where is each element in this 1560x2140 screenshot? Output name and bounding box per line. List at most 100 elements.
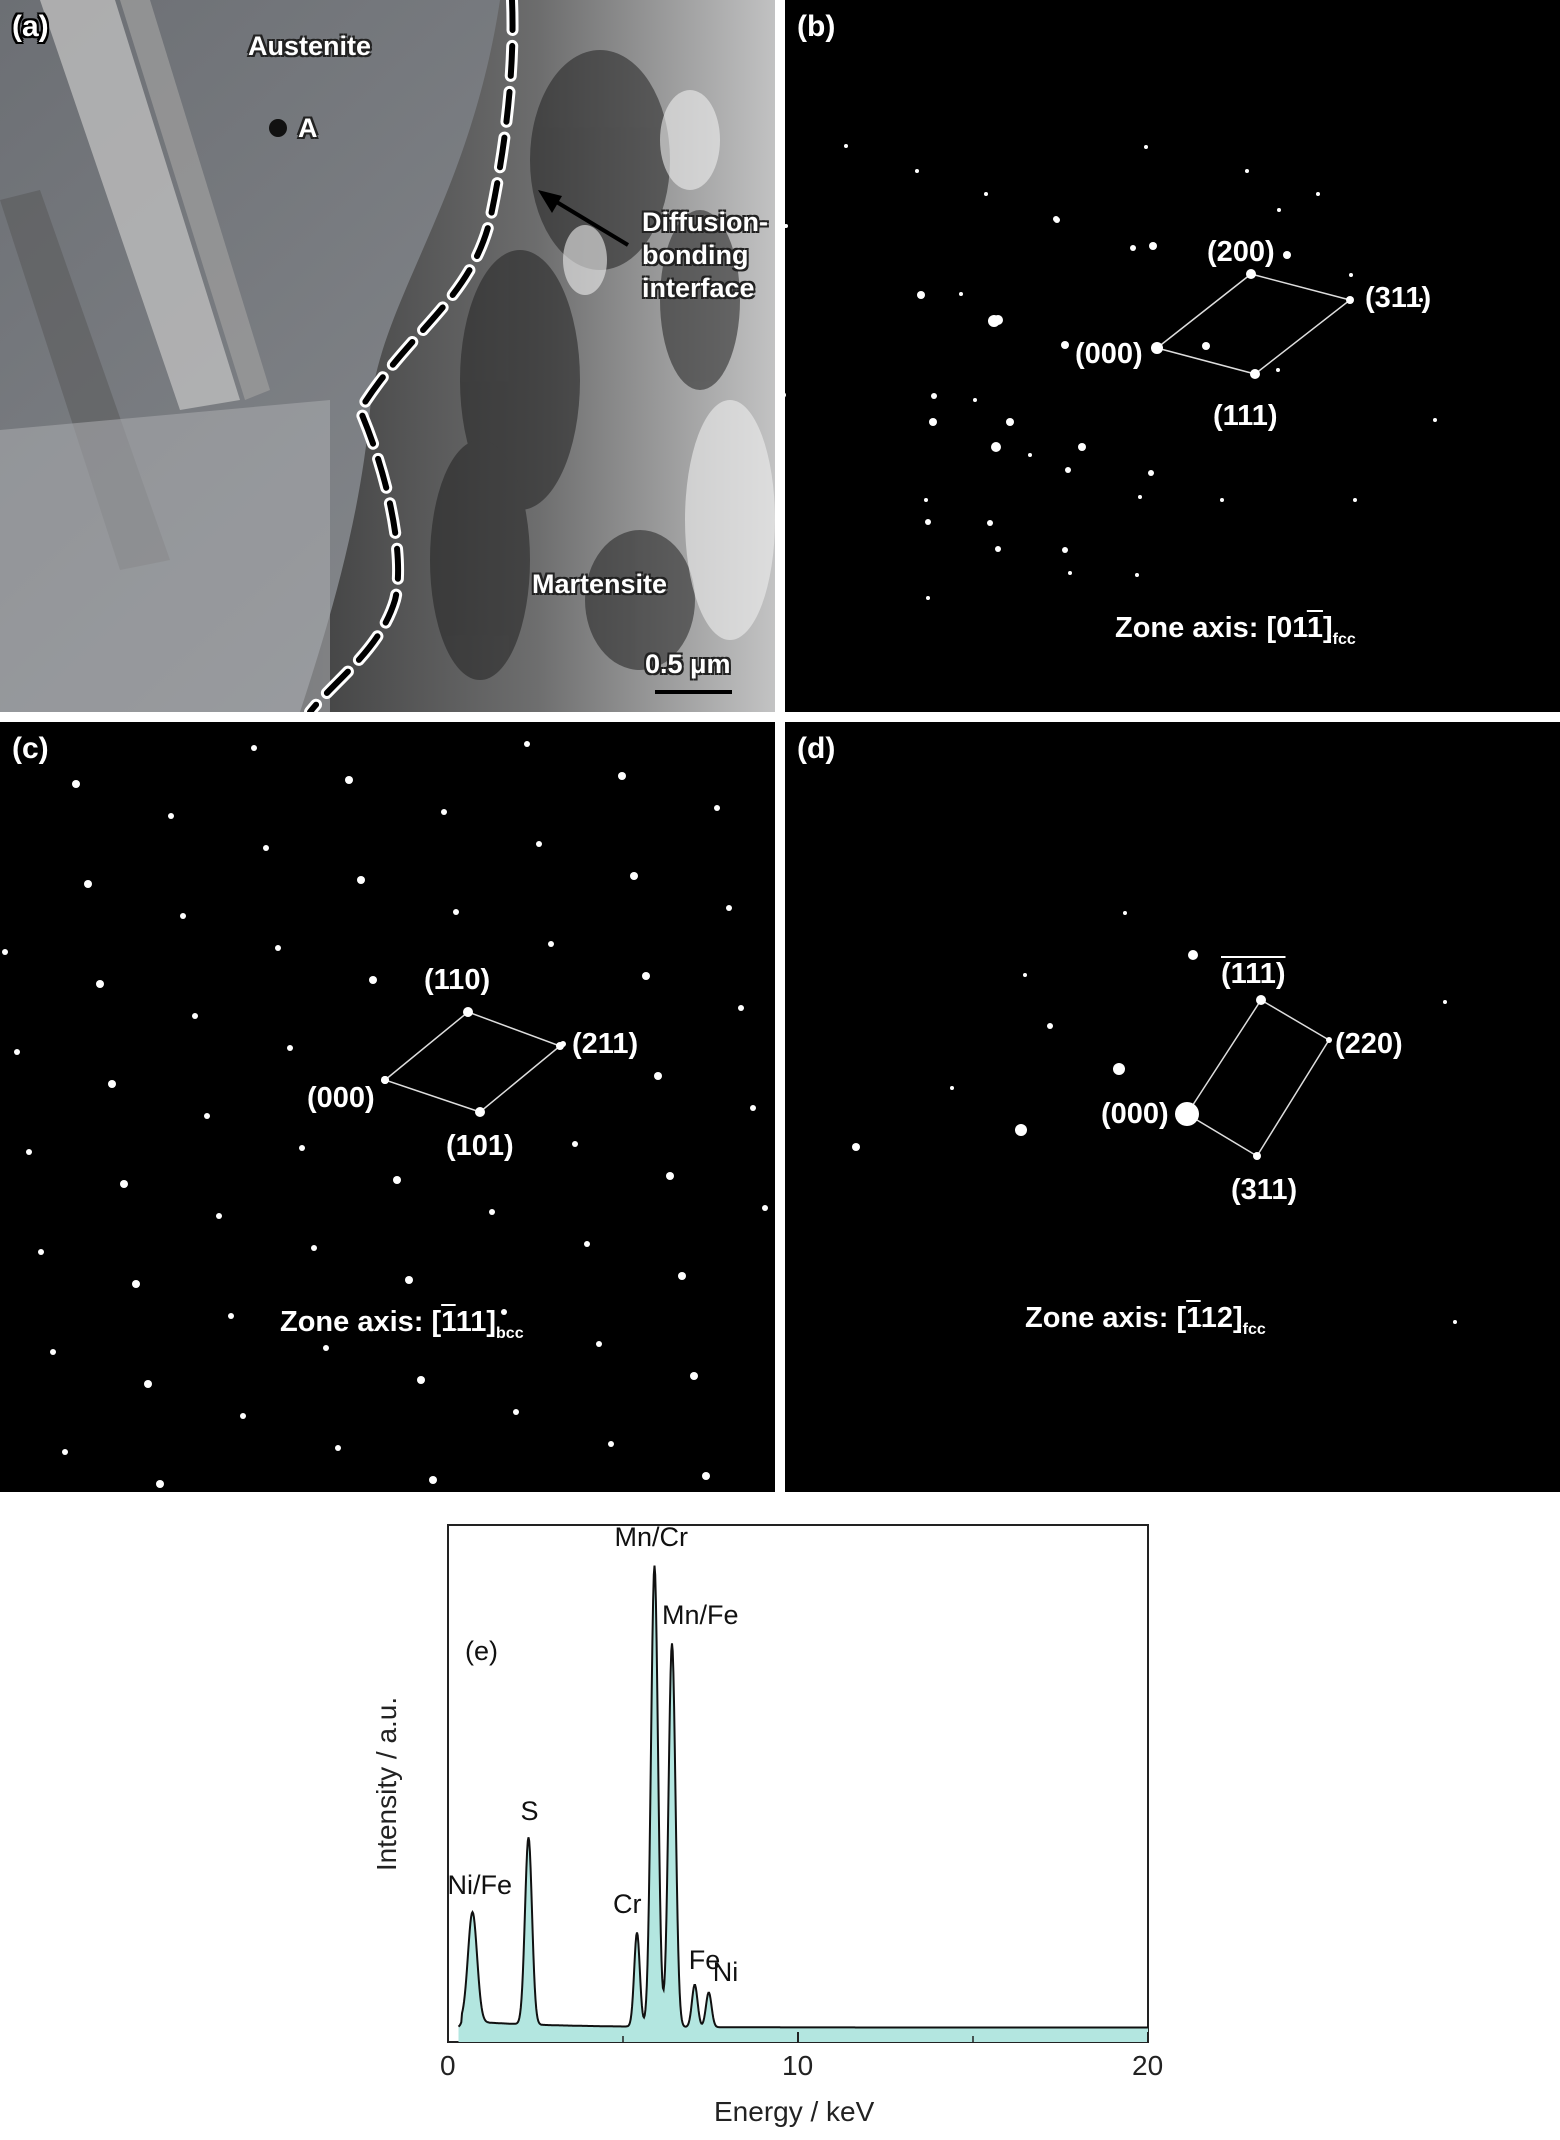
point-a-label: A — [298, 113, 318, 143]
spot-label-311-b: (311) — [1365, 282, 1432, 314]
spot-label-101-c: (101) — [446, 1130, 514, 1162]
diffraction-spot — [108, 1080, 116, 1088]
diffraction-spot — [618, 772, 626, 780]
diffraction-spot — [654, 1072, 662, 1080]
zone-axis-c: Zone axis: [111]bcc — [280, 1306, 524, 1343]
panel-label-c: (c) — [12, 732, 49, 765]
tem-micrograph — [0, 0, 775, 712]
panel-label-a: (a) — [12, 10, 49, 43]
interface-label-line-2: bonding — [642, 240, 749, 270]
interface-label-line-3: interface — [642, 273, 755, 303]
spot-label-000-b: (000) — [1075, 338, 1143, 370]
panel-label-b: (b) — [797, 10, 836, 43]
peak-label: Ni/Fe — [447, 1869, 513, 1900]
diffraction-spot — [84, 880, 92, 888]
interface-label-line-1: Diffusion- — [642, 207, 768, 237]
unit-cell-b — [1155, 273, 1352, 375]
diffraction-spot — [608, 1441, 614, 1447]
panel-label-e: (e) — [465, 1636, 498, 1666]
zone-rest-d: 12] — [1200, 1302, 1243, 1334]
spot-label-311-d: (311) — [1231, 1174, 1298, 1206]
zone-bar-b: 1 — [1306, 612, 1323, 644]
scale-bar-label: 0.5 μm — [645, 649, 731, 679]
diffraction-spot — [251, 745, 257, 751]
diffraction-spot — [2, 949, 8, 955]
interface-arrow — [543, 193, 630, 247]
diffraction-panel-b: (b) (000) (200) (311) (111) Zone axis: [… — [785, 0, 1560, 712]
panel-label-d: (d) — [797, 732, 836, 765]
plot-frame — [447, 1524, 1149, 2043]
diffraction-spot — [429, 1476, 437, 1484]
zone-prefix-d: Zone axis: [ — [1025, 1302, 1187, 1334]
diffraction-spot — [584, 1241, 590, 1247]
zone-axis-b: Zone axis: [011]fcc — [1115, 612, 1356, 649]
diffraction-spot — [572, 1141, 578, 1147]
spot-label-110-c: (110) — [424, 964, 491, 996]
zone-bar-d: 1 — [1186, 1302, 1201, 1334]
unit-cell-c — [383, 1011, 562, 1113]
diffraction-spot — [524, 741, 530, 747]
diffraction-spot — [738, 1005, 744, 1011]
diffraction-spot — [714, 805, 720, 811]
diffraction-spots-b — [924, 145, 1437, 577]
spot-label-000-d: (000) — [1101, 1098, 1169, 1130]
diffraction-spot — [393, 1176, 401, 1184]
diffraction-spot — [702, 1472, 710, 1480]
zone-sub-b: fcc — [1332, 630, 1356, 648]
peak-label: Mn/Cr — [614, 1522, 689, 1553]
diffraction-spot — [38, 1249, 44, 1255]
diffraction-spot — [678, 1272, 686, 1280]
zone-sub-c: bcc — [496, 1324, 524, 1342]
diffraction-panel-d: (d) (000) (111) (220) (311) Zone axis: [… — [785, 722, 1560, 1492]
peak-label: S — [520, 1796, 539, 1827]
diffraction-spot — [666, 1172, 674, 1180]
spot-label-111-d: (111) — [1221, 958, 1286, 991]
peak-label: Mn/Fe — [662, 1599, 739, 1630]
zone-rest-c: 11] — [455, 1306, 497, 1338]
y-axis-label: Intensity / a.u. — [371, 1696, 403, 1872]
diffraction-spot — [50, 1349, 56, 1355]
diffraction-spot — [489, 1209, 495, 1215]
zone-bar-c: 1 — [441, 1306, 456, 1338]
eds-spectrum-chart — [447, 1524, 1149, 2043]
diffraction-spot — [750, 1105, 756, 1111]
x-tick-label: 10 — [782, 2050, 814, 2081]
diffraction-spot — [417, 1376, 425, 1384]
diffraction-spot — [345, 776, 353, 784]
unit-cell-d — [1185, 998, 1331, 1158]
diffraction-spot — [596, 1341, 602, 1347]
tem-image-panel: (a) Austenite A Diffusion- bonding inter… — [0, 0, 775, 712]
diffraction-spot — [453, 909, 459, 915]
diffraction-spot — [216, 1213, 222, 1219]
diffraction-spot — [690, 1372, 698, 1380]
diffraction-spot — [536, 841, 542, 847]
diffraction-spot — [72, 780, 80, 788]
spectrum-area — [458, 1565, 1148, 2042]
diffraction-spot — [275, 945, 281, 951]
peak-label: Fe — [688, 1945, 721, 1976]
diffraction-spot — [120, 1180, 128, 1188]
zone-prefix-b: Zone axis: [01 — [1115, 612, 1307, 644]
diffraction-spot — [630, 872, 638, 880]
diffraction-spot — [441, 809, 447, 815]
diffraction-spot — [357, 876, 365, 884]
spot-label-000-c: (000) — [307, 1082, 375, 1114]
diffraction-spot — [405, 1276, 413, 1284]
diffraction-spots-c — [2, 741, 768, 1488]
zone-prefix-c: Zone axis: [ — [280, 1306, 442, 1338]
diffraction-spot — [311, 1245, 317, 1251]
diffraction-spot — [240, 1413, 246, 1419]
diffraction-spot — [180, 913, 186, 919]
diffraction-spot — [144, 1380, 152, 1388]
diffraction-spot — [168, 813, 174, 819]
diffraction-spot — [204, 1113, 210, 1119]
diffraction-spots-d — [852, 911, 1457, 1324]
diffraction-spot — [96, 980, 104, 988]
diffraction-spot — [228, 1313, 234, 1319]
diffraction-spot — [726, 905, 732, 911]
peak-label: Cr — [613, 1889, 642, 1920]
diffraction-spot — [548, 941, 554, 947]
spot-label-220-d: (220) — [1335, 1028, 1403, 1060]
diffraction-spot — [762, 1205, 768, 1211]
